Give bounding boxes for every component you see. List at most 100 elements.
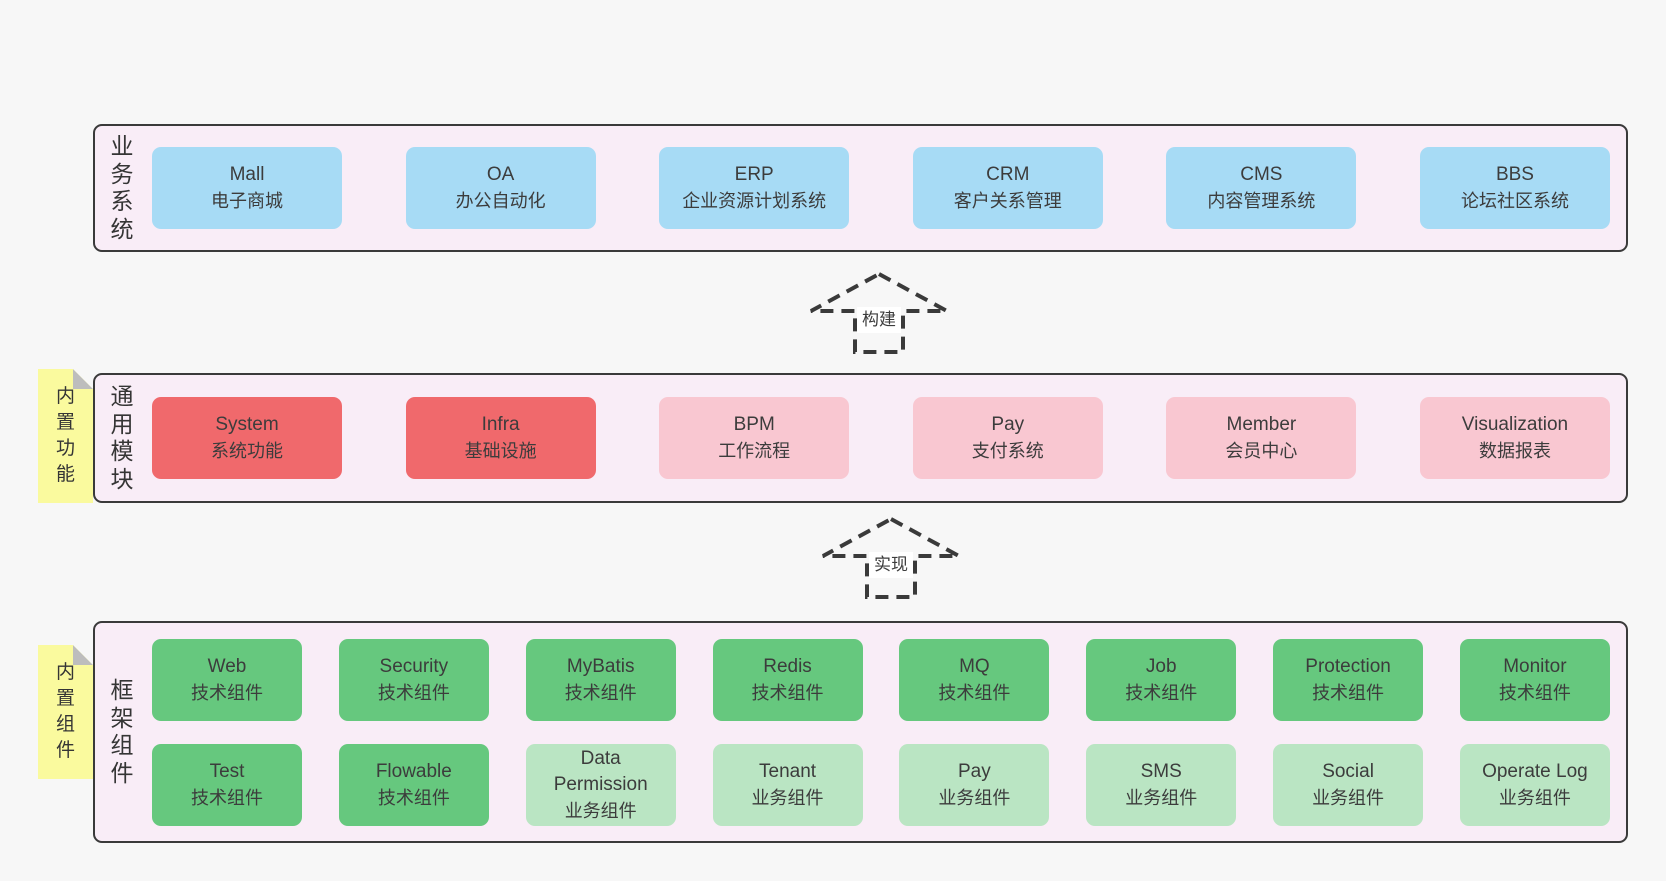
box-protection: Protection 技术组件 (1273, 638, 1424, 721)
box-title: BPM (733, 414, 775, 435)
box-title: Protection (1305, 655, 1391, 677)
box-subtitle: 内容管理系统 (1207, 191, 1316, 211)
box-operate-log: Operate Log 业务组件 (1459, 743, 1610, 826)
band-label-text: 通用模块 (110, 383, 134, 492)
implement-arrow-label: 实现 (869, 552, 913, 578)
box-mq: MQ 技术组件 (899, 638, 1050, 721)
box-social: Social 业务组件 (1273, 743, 1424, 826)
band-modules-rows: System 系统功能 Infra 基础设施 BPM 工作流程 Pay 支付系统… (152, 375, 1610, 501)
box-title: Flowable (375, 760, 452, 782)
box-security: Security 技术组件 (338, 638, 489, 721)
box-subtitle: 业务组件 (751, 787, 824, 808)
box-title: Security (379, 655, 449, 677)
band-framework-label: 框架组件 (105, 623, 139, 841)
box-bpm: BPM 工作流程 (659, 397, 850, 479)
box-subtitle: 客户关系管理 (953, 191, 1062, 211)
box-subtitle: 业务组件 (1498, 787, 1571, 808)
box-mall: Mall 电子商城 (152, 147, 342, 229)
band-business-systems: 业务系统 Mall 电子商城 OA 办公自动化 ERP 企业资源计划系统 CRM… (93, 124, 1628, 252)
box-subtitle: 会员中心 (1225, 441, 1298, 461)
band-framework-row-1: Web 技术组件 Security 技术组件 MyBatis 技术组件 Redi… (152, 638, 1610, 721)
box-sms: SMS 业务组件 (1086, 743, 1237, 826)
band-modules-row: System 系统功能 Infra 基础设施 BPM 工作流程 Pay 支付系统… (152, 397, 1610, 479)
box-title: Test (209, 760, 245, 782)
box-subtitle: 企业资源计划系统 (682, 191, 827, 211)
box-subtitle: 技术组件 (191, 682, 263, 703)
box-redis: Redis 技术组件 (712, 638, 863, 721)
box-title: Job (1145, 655, 1177, 677)
box-mybatis: MyBatis 技术组件 (525, 638, 676, 721)
box-subtitle: 业务组件 (1312, 787, 1385, 808)
box-subtitle: 技术组件 (1498, 682, 1571, 703)
band-modules-label: 通用模块 (105, 375, 139, 501)
note-text: 内置功能 (55, 386, 75, 485)
band-business-label: 业务系统 (105, 126, 139, 250)
box-title: Infra (481, 414, 520, 435)
box-title: Pay (991, 414, 1025, 435)
box-visualization: Visualization 数据报表 (1419, 397, 1610, 479)
band-label-text: 业务系统 (110, 133, 134, 242)
box-system: System 系统功能 (152, 397, 342, 479)
band-business-rows: Mall 电子商城 OA 办公自动化 ERP 企业资源计划系统 CRM 客户关系… (152, 126, 1610, 250)
box-subtitle: 技术组件 (377, 787, 450, 808)
band-label-text: 框架组件 (110, 677, 134, 786)
box-title: MQ (959, 655, 990, 677)
box-subtitle: 基础设施 (464, 441, 537, 461)
box-title: Tenant (759, 760, 817, 782)
box-title: Monitor (1503, 655, 1567, 677)
folded-corner (73, 645, 93, 665)
box-infra: Infra 基础设施 (405, 397, 596, 479)
build-arrow: 构建 (806, 271, 952, 355)
box-pay-component: Pay 业务组件 (899, 743, 1050, 826)
box-subtitle: 技术组件 (751, 682, 824, 703)
box-subtitle: 论坛社区系统 (1460, 191, 1569, 211)
box-title: Operate Log (1482, 760, 1588, 782)
box-title: ERP (734, 164, 774, 185)
band-business-row: Mall 电子商城 OA 办公自动化 ERP 企业资源计划系统 CRM 客户关系… (152, 147, 1610, 229)
box-crm: CRM 客户关系管理 (912, 147, 1103, 229)
band-framework-rows: Web 技术组件 Security 技术组件 MyBatis 技术组件 Redi… (152, 623, 1610, 841)
box-title: System (215, 414, 279, 435)
box-monitor: Monitor 技术组件 (1459, 638, 1610, 721)
band-framework-row-2: Test 技术组件 Flowable 技术组件 Data Permission … (152, 743, 1610, 826)
box-title: Visualization (1461, 414, 1569, 435)
box-subtitle: 技术组件 (377, 682, 450, 703)
box-subtitle: 技术组件 (1312, 682, 1385, 703)
box-subtitle: 技术组件 (564, 682, 637, 703)
band-framework-components: 框架组件 Web 技术组件 Security 技术组件 MyBatis 技术组件… (93, 621, 1628, 843)
up-arrow-shape (810, 271, 948, 354)
box-bbs: BBS 论坛社区系统 (1419, 147, 1610, 229)
box-title: CRM (986, 164, 1030, 185)
box-title: CMS (1240, 164, 1283, 185)
box-title: Data Permission (553, 747, 648, 795)
implement-arrow: 实现 (818, 516, 964, 600)
builtin-components-note: 内置组件 (38, 645, 93, 779)
box-title: Redis (763, 655, 812, 677)
box-title: Pay (958, 760, 991, 782)
box-title: Member (1226, 414, 1297, 435)
box-subtitle: 业务组件 (1125, 787, 1198, 808)
box-title: OA (486, 164, 515, 185)
box-flowable: Flowable 技术组件 (338, 743, 489, 826)
box-subtitle: 技术组件 (1125, 682, 1198, 703)
box-cms: CMS 内容管理系统 (1166, 147, 1357, 229)
builtin-functions-note: 内置功能 (38, 369, 93, 503)
box-web: Web 技术组件 (152, 638, 302, 721)
box-erp: ERP 企业资源计划系统 (659, 147, 850, 229)
box-subtitle: 支付系统 (971, 441, 1044, 461)
box-title: BBS (1495, 164, 1534, 185)
up-arrow-shape (822, 516, 960, 599)
box-data-permission: Data Permission 业务组件 (525, 743, 676, 826)
box-test: Test 技术组件 (152, 743, 302, 826)
box-subtitle: 业务组件 (564, 800, 637, 821)
box-subtitle: 电子商城 (211, 191, 283, 211)
box-title: Mall (229, 164, 265, 185)
band-common-modules: 通用模块 System 系统功能 Infra 基础设施 BPM 工作流程 Pay… (93, 373, 1628, 503)
box-tenant: Tenant 业务组件 (712, 743, 863, 826)
box-subtitle: 系统功能 (211, 441, 283, 461)
box-title: SMS (1140, 760, 1182, 782)
box-job: Job 技术组件 (1086, 638, 1237, 721)
box-pay-module: Pay 支付系统 (912, 397, 1103, 479)
box-subtitle: 技术组件 (938, 682, 1011, 703)
